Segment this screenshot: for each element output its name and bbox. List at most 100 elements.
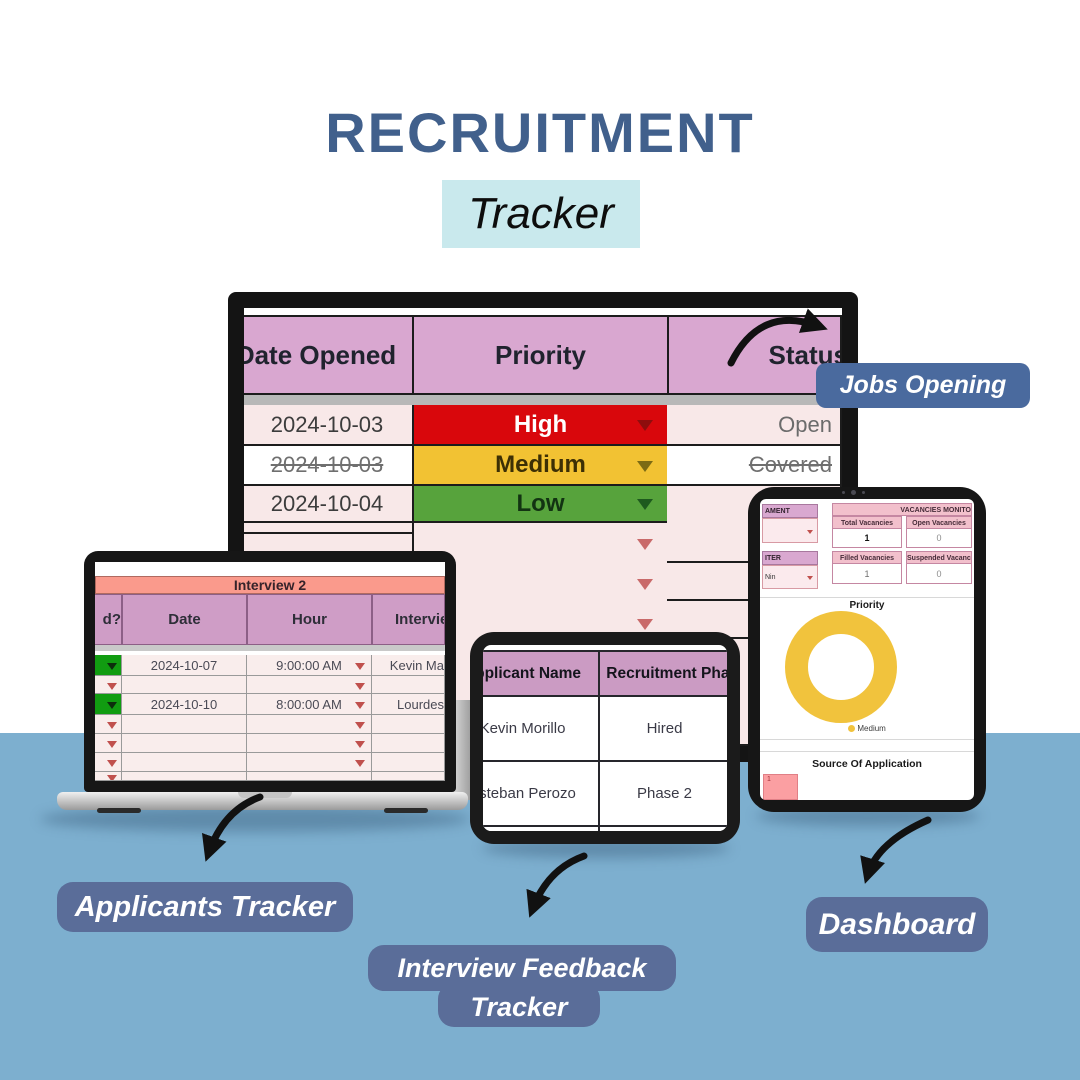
interview-header-date: Date [122,594,247,645]
page-subtitle-highlight: Tracker [442,180,640,248]
vacancies-title: VACANCIES MONITOR [832,503,972,516]
confirmed-dropdown-cell[interactable] [95,772,122,781]
legend-dot-icon [848,725,856,732]
laptop-foot [97,808,141,813]
priority-chart-title: Priority [849,600,885,611]
dropdown-arrow-icon[interactable] [637,579,653,590]
vacancy-card-value: 1 [832,529,902,548]
interview-banner: Interview 2 [95,576,445,594]
interview-interviewer-cell: Lourdes [372,694,445,715]
confirmed-dropdown-cell[interactable] [95,753,122,772]
laptop-base [57,792,468,813]
jobs-date-cell-empty [244,523,414,534]
vacancy-card-value: 1 [832,564,902,584]
interview-sheet: Interview 2 d? Date Hour Interviewer 202… [95,562,445,781]
interview-hour-cell[interactable]: 8:00:00 AM [247,694,372,715]
priority-donut-chart [785,611,897,723]
interview-hour-cell[interactable] [247,753,372,772]
feedback-name-cell: Esteban Perozo [483,762,600,827]
feedback-sheet: Applicant Name Recruitment Phase Kevin M… [483,645,727,831]
feedback-phase-cell: Phase 2 [598,762,727,827]
recruiter-dropdown[interactable]: Nin [762,565,818,589]
dropdown-arrow-icon[interactable] [355,663,365,670]
sheet-separator [95,645,445,651]
dropdown-arrow-icon[interactable] [355,741,365,748]
dropdown-arrow-icon[interactable] [107,722,117,729]
interview-hour-cell[interactable] [247,715,372,734]
laptop-foot [384,808,428,813]
confirmed-dropdown-cell[interactable] [95,694,122,715]
interview-interviewer-cell [372,753,445,772]
interview-interviewer-cell [372,772,445,781]
jobs-header-priority: Priority [412,315,669,395]
confirmed-dropdown-cell[interactable] [95,715,122,734]
feedback-name-cell [483,827,600,831]
interview-hour-cell[interactable] [247,734,372,753]
interview-header-interviewer: Interviewer [372,594,445,645]
confirmed-dropdown-cell[interactable] [95,655,122,676]
interview-hour-cell[interactable] [247,676,372,694]
dropdown-arrow-icon[interactable] [107,702,117,709]
jobs-status-cell: Open [667,405,842,446]
dropdown-arrow-icon[interactable] [107,760,117,767]
confirmed-dropdown-cell[interactable] [95,676,122,694]
confirmed-dropdown-cell[interactable] [95,734,122,753]
dropdown-arrow-icon[interactable] [107,683,117,690]
interview-interviewer-cell [372,715,445,734]
feedback-phase-cell [598,827,727,831]
interview-date-cell: 2024-10-10 [122,694,247,715]
dropdown-arrow-icon[interactable] [637,420,653,431]
dropdown-arrow-icon[interactable] [355,722,365,729]
feedback-tablet-device: Applicant Name Recruitment Phase Kevin M… [470,632,740,844]
label-applicants-tracker: Applicants Tracker [57,882,353,932]
interview-hour-cell[interactable]: 9:00:00 AM [247,655,372,676]
jobs-date-cell: 2024-10-03 [244,405,414,446]
dashboard-sheet: AMENT ITER Nin VACANCIES MONITOR Total V… [760,499,974,800]
vacancy-card-value: 0 [906,564,972,584]
vacancy-card-label: Total Vacancies [832,516,902,529]
dropdown-arrow-icon[interactable] [637,539,653,550]
dropdown-arrow-icon[interactable] [107,775,117,780]
vacancy-card-label: Suspended Vacancies [906,551,972,564]
dashboard-tablet-device: AMENT ITER Nin VACANCIES MONITOR Total V… [748,487,986,812]
source-chart-title: Source Of Application [812,758,922,770]
dropdown-arrow-icon[interactable] [637,619,653,630]
interview-date-cell [122,734,247,753]
camera-icon [851,490,856,495]
interview-date-cell [122,753,247,772]
dropdown-arrow-icon[interactable] [107,741,117,748]
priority-cell-low[interactable]: Low [412,486,669,523]
feedback-header-name: Applicant Name [483,650,600,697]
interview-interviewer-cell: Kevin Ma [372,655,445,676]
interview-header-confirmed: d? [95,594,122,645]
vacancy-card-value: 0 [906,529,972,548]
source-bar: 1 [763,774,798,800]
vacancy-card-label: Filled Vacancies [832,551,902,564]
label-jobs-opening: Jobs Opening [816,363,1030,408]
label-dashboard: Dashboard [806,897,988,952]
dropdown-arrow-icon[interactable] [355,683,365,690]
dropdown-arrow-icon[interactable] [355,760,365,767]
vacancy-card-label: Open Vacancies [906,516,972,529]
dropdown-arrow-icon[interactable] [637,499,653,510]
jobs-header-date: Date Opened [244,315,414,395]
priority-cell-high[interactable]: High [412,405,669,446]
jobs-status-cell: Covered [667,446,842,486]
dropdown-arrow-icon[interactable] [807,530,813,534]
chart-legend: Medium [760,724,974,733]
interview-interviewer-cell [372,734,445,753]
jobs-sheet: Date Opened Priority Status 2024-10-03 2… [244,308,842,746]
department-dropdown[interactable] [762,518,818,543]
sheet-separator [244,395,842,405]
feedback-name-cell: Kevin Morillo [483,697,600,762]
feedback-header-phase: Recruitment Phase [598,650,727,697]
interview-header-hour: Hour [247,594,372,645]
interview-date-cell [122,676,247,694]
dropdown-arrow-icon[interactable] [637,461,653,472]
dropdown-arrow-icon[interactable] [807,576,813,580]
priority-cell-medium[interactable]: Medium [412,446,669,486]
label-feedback-tracker-line1: Interview Feedback [368,945,676,991]
dropdown-arrow-icon[interactable] [355,702,365,709]
dropdown-arrow-icon[interactable] [107,663,117,670]
page-subtitle: Tracker [468,189,614,238]
